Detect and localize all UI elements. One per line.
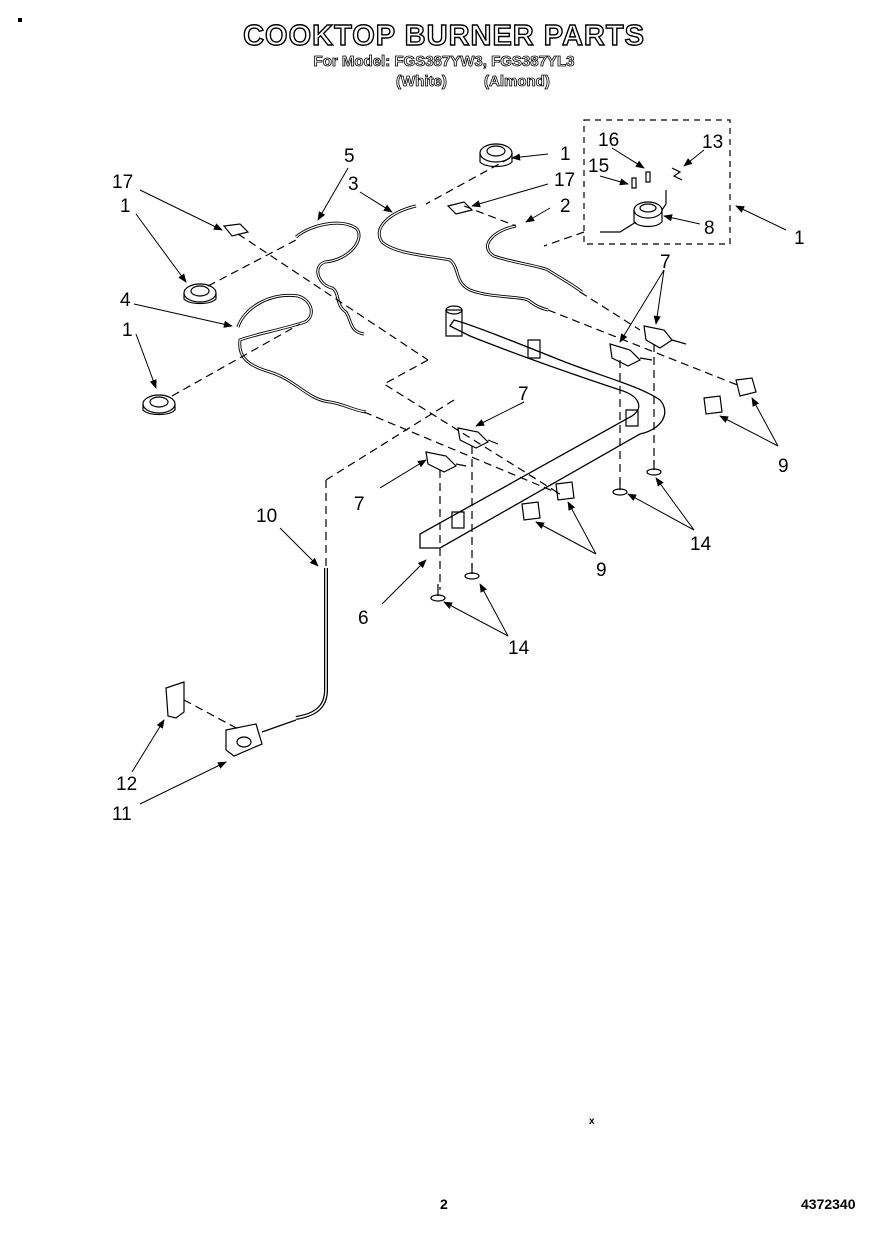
manifold-bracket-a bbox=[527, 339, 541, 359]
gas-tube-2-inner bbox=[486, 225, 583, 293]
document-number: 4372340 bbox=[801, 1196, 856, 1212]
callout-9-right: 9 bbox=[778, 456, 789, 477]
callout-14-right: 14 bbox=[690, 534, 712, 555]
callout-11: 11 bbox=[112, 804, 132, 825]
gas-tube-3-inner bbox=[378, 205, 549, 311]
burner-1-left-upper bbox=[183, 283, 217, 305]
callout-1-left-lower: 1 bbox=[122, 320, 133, 341]
screw-14-d bbox=[464, 564, 480, 580]
regulator-11 bbox=[225, 719, 297, 757]
manifold-inlet bbox=[445, 309, 463, 337]
gas-tube-4-inner bbox=[237, 294, 367, 413]
page-title: COOKTOP BURNER PARTS bbox=[242, 19, 645, 52]
holder-9-a bbox=[735, 377, 757, 397]
callout-17-right: 17 bbox=[554, 170, 575, 191]
callout-16: 16 bbox=[598, 130, 619, 151]
callout-1-inset: 1 bbox=[794, 228, 805, 249]
screw-14-c bbox=[430, 584, 446, 602]
screw-14-a bbox=[612, 480, 628, 496]
burner-1-top bbox=[479, 143, 513, 168]
callout-14-lower: 14 bbox=[508, 638, 530, 659]
callout-12: 12 bbox=[116, 774, 137, 795]
clip-17-right bbox=[446, 201, 474, 215]
callout-7-upper: 7 bbox=[660, 252, 671, 273]
variant-white: (White) bbox=[396, 73, 448, 91]
clip-17-left bbox=[222, 223, 250, 237]
callout-10: 10 bbox=[256, 506, 277, 527]
callout-15: 15 bbox=[588, 156, 609, 177]
callout-8: 8 bbox=[704, 218, 715, 239]
callout-7-left: 7 bbox=[354, 494, 365, 515]
inset-box bbox=[583, 119, 731, 245]
page-number: 2 bbox=[440, 1196, 448, 1212]
callout-13: 13 bbox=[702, 132, 723, 153]
callout-7-mid: 7 bbox=[518, 384, 529, 405]
callout-9-lower: 9 bbox=[596, 560, 607, 581]
manifold-bracket-b bbox=[625, 409, 639, 427]
gas-tube-3 bbox=[377, 204, 549, 312]
screw-16 bbox=[645, 171, 651, 183]
callout-5: 5 bbox=[344, 146, 355, 167]
callout-3: 3 bbox=[348, 174, 359, 195]
leader-lines bbox=[131, 147, 787, 805]
manifold-pipe bbox=[419, 319, 666, 549]
callout-2: 2 bbox=[560, 196, 571, 217]
footer-mark: x bbox=[589, 1116, 595, 1127]
gas-tube-10 bbox=[295, 568, 328, 720]
holder-9-d bbox=[521, 501, 541, 521]
burner-1-left-lower bbox=[142, 394, 176, 416]
gas-tube-10-inner bbox=[295, 568, 327, 719]
burner-inset-8 bbox=[600, 190, 667, 233]
corner-mark bbox=[18, 18, 22, 22]
screw-15 bbox=[631, 177, 637, 189]
variant-almond: (Almond) bbox=[484, 73, 551, 91]
callout-1-top: 1 bbox=[560, 144, 571, 165]
bracket-12 bbox=[165, 681, 185, 719]
holder-9-b bbox=[703, 395, 723, 415]
spring-13 bbox=[671, 167, 683, 181]
manifold-bracket-c bbox=[451, 511, 465, 529]
valve-7-upper-a bbox=[609, 343, 653, 367]
callout-6: 6 bbox=[358, 608, 369, 629]
callout-17-left: 17 bbox=[112, 172, 133, 193]
callout-labels: 17 1 4 1 5 3 1 17 2 16 13 15 8 1 7 9 7 7… bbox=[112, 130, 805, 825]
gas-tube-5-inner bbox=[295, 222, 365, 335]
alignment-lines bbox=[171, 157, 741, 731]
holder-9-c bbox=[555, 481, 575, 501]
screw-14-b bbox=[646, 460, 662, 476]
callout-1-left-upper: 1 bbox=[120, 196, 131, 217]
callout-4: 4 bbox=[120, 290, 131, 311]
model-subtitle: For Model: FGS387YW3, FGS387YL3 bbox=[313, 53, 575, 71]
valve-7-upper-b bbox=[643, 325, 687, 349]
valve-7-lower-b bbox=[457, 427, 499, 449]
valve-7-lower-a bbox=[425, 451, 467, 473]
